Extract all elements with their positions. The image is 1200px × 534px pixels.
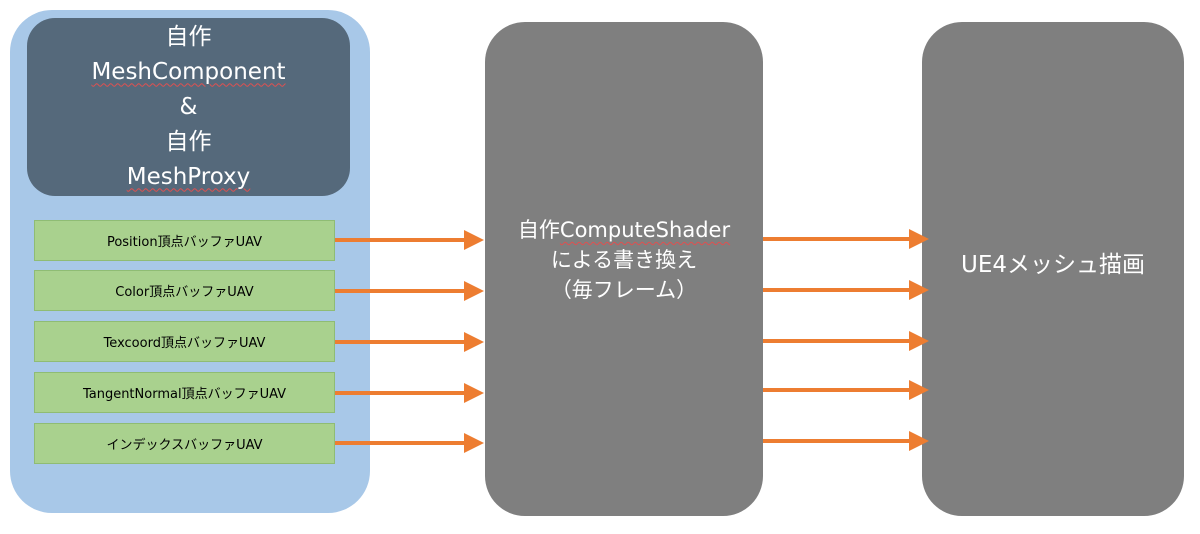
compute-shader-box: 自作ComputeShader による書き換え （毎フレーム） [485, 22, 763, 516]
mesh-proxy-label: MeshProxy [126, 163, 251, 190]
color-buffer-box: Color頂点バッファUAV [34, 270, 335, 311]
index-buffer-box: インデックスバッファUAV [34, 423, 335, 464]
texcoord-buffer-box: Texcoord頂点バッファUAV [34, 321, 335, 362]
position-buffer-box: Position頂点バッファUAV [34, 220, 335, 261]
compute-line-2: による書き換え [550, 248, 698, 272]
header-line-2: & [179, 93, 198, 120]
compute-line-3: （毎フレーム） [550, 278, 698, 302]
compute-shader-label: ComputeShader [559, 218, 731, 242]
compute-line-1: 自作ComputeShader [517, 218, 731, 242]
ue4-render-label: UE4メッシュ描画 [961, 252, 1145, 278]
mesh-component-label: MeshComponent [91, 58, 286, 85]
tangent-normal-buffer-box: TangentNormal頂点バッファUAV [34, 372, 335, 413]
ue4-render-box: UE4メッシュ描画 [922, 22, 1184, 516]
